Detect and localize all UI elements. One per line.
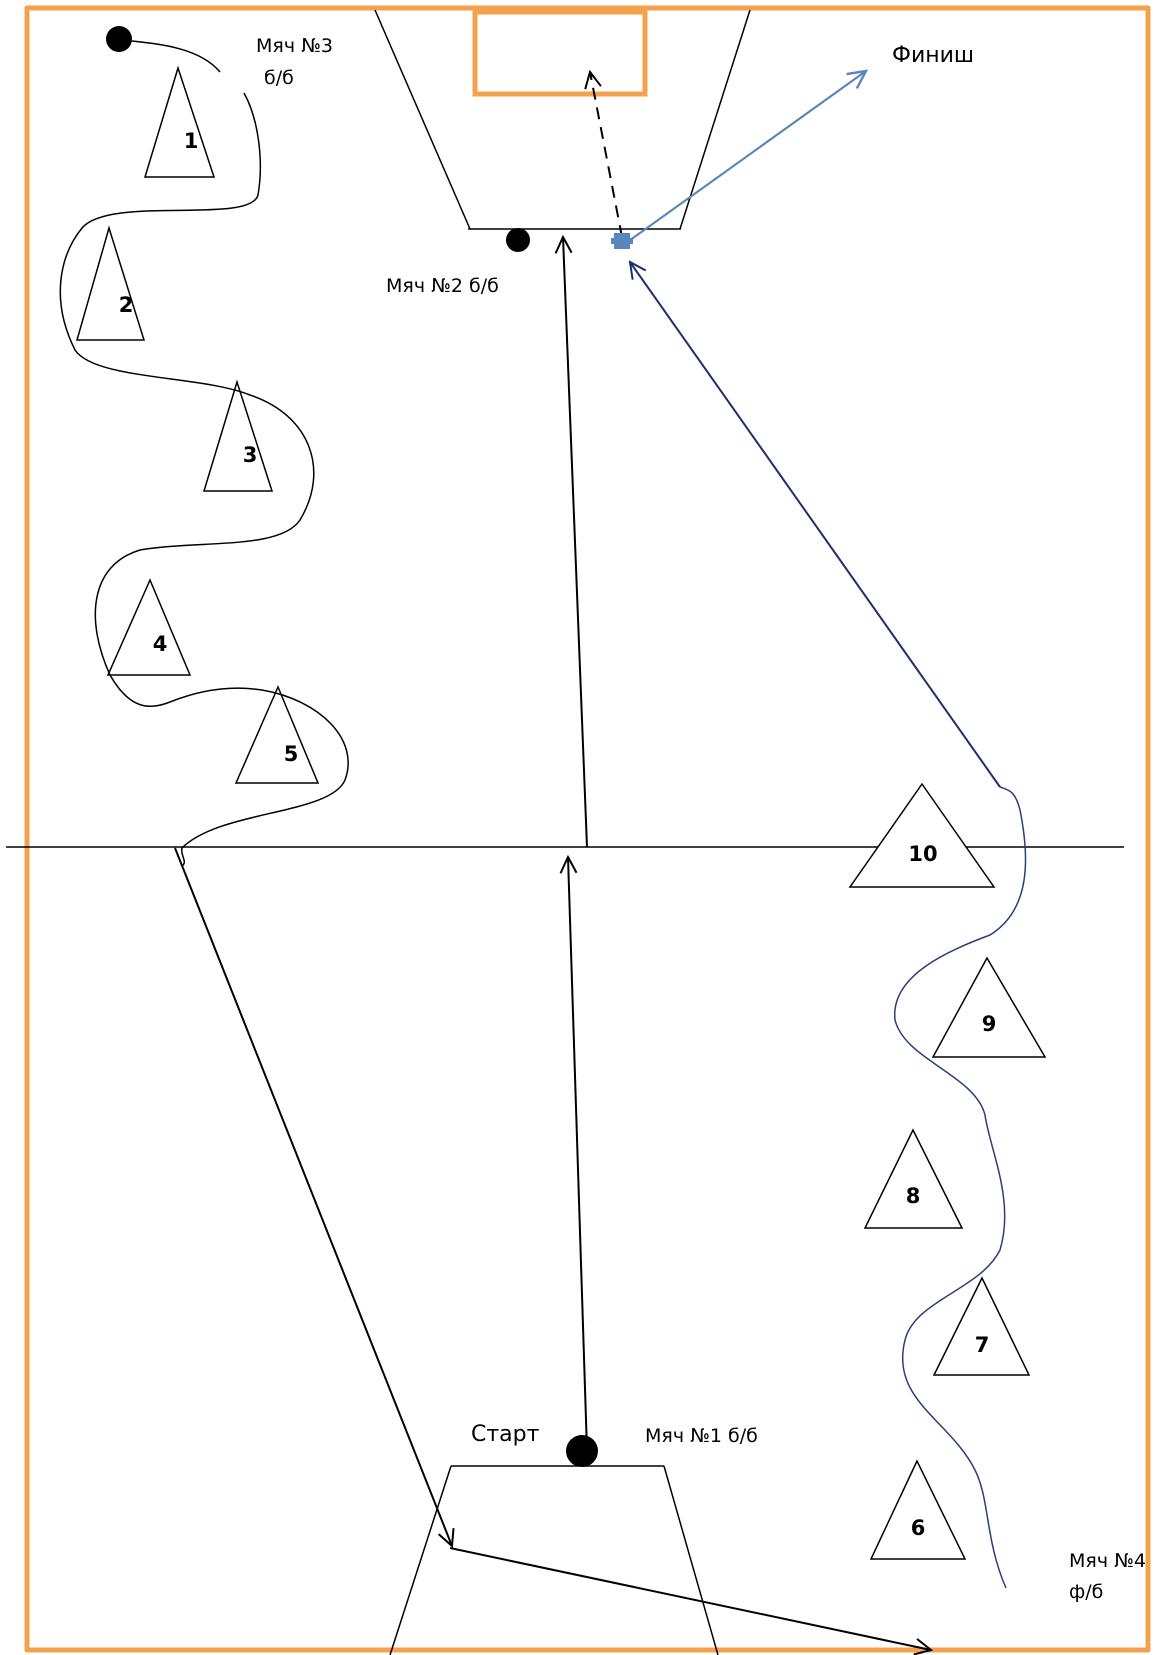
cone-4-number: 4 (153, 632, 168, 656)
cone-1: 1 (143, 65, 216, 178)
top-key-area (374, 9, 751, 230)
shot-arrow-dashed (590, 72, 623, 238)
ball-4-label-line1: Мяч №4 (1069, 1550, 1146, 1572)
dribble-path-right (894, 786, 1027, 1589)
cone-10: 10 (848, 782, 996, 888)
top-goal (472, 9, 648, 97)
cone-5: 5 (234, 685, 320, 784)
cone-4: 4 (106, 578, 192, 676)
shot-point-marker (611, 233, 633, 249)
dribble-path-left (59, 40, 349, 867)
cone-8-number: 8 (906, 1184, 921, 1208)
cone-3: 3 (202, 379, 274, 492)
cone-7-number: 7 (975, 1333, 990, 1357)
ball-2 (506, 228, 530, 252)
cone-6: 6 (869, 1459, 967, 1560)
cone-3-number: 3 (243, 443, 258, 467)
run-arrow-bottom-right (449, 1547, 931, 1650)
ball-1-label: Мяч №1 б/б (645, 1425, 758, 1447)
cone-2-number: 2 (119, 293, 134, 317)
finish-label: Финиш (892, 43, 974, 68)
court-boundary (24, 5, 1151, 1653)
ball-1 (566, 1435, 598, 1467)
ball-2-label: Мяч №2 б/б (386, 275, 499, 297)
run-arrow-diagonal-down (174, 847, 452, 1546)
cone-9-number: 9 (982, 1012, 997, 1036)
bottom-key-area (389, 1465, 719, 1655)
ball-4-label-line2: ф/б (1069, 1581, 1103, 1603)
cone-5-number: 5 (284, 742, 299, 766)
cone-7: 7 (932, 1276, 1031, 1376)
ball-3-label-line1: Мяч №3 (256, 35, 333, 57)
run-arrow-start-to-center (568, 857, 588, 1452)
run-arrow-right-to-key (630, 262, 1001, 788)
cones: 1 2 3 4 5 6 7 8 (76, 65, 1047, 1560)
ball-3-label-line2: б/б (264, 67, 294, 89)
cone-10-number: 10 (908, 842, 937, 866)
cone-8: 8 (863, 1128, 964, 1229)
finish-arrow (625, 71, 866, 244)
run-arrow-center-to-key (563, 237, 588, 848)
cone-2: 2 (76, 225, 146, 341)
cone-6-number: 6 (911, 1516, 926, 1540)
cone-9: 9 (931, 956, 1047, 1058)
start-label: Старт (471, 1422, 540, 1447)
ball-3 (106, 26, 132, 52)
cone-1-number: 1 (184, 129, 199, 153)
